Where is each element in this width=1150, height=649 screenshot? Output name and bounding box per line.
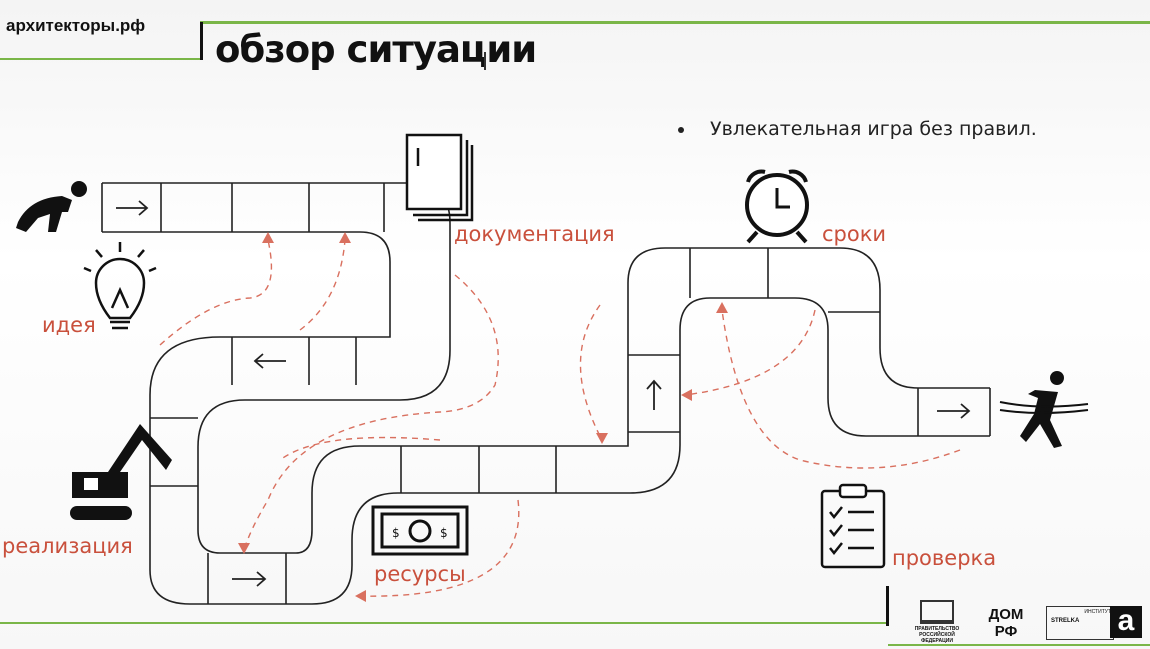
- logo-a-text: а: [1117, 604, 1135, 637]
- alarm-clock-icon: [745, 169, 809, 244]
- logo-strelka-text: STRELKA: [1051, 618, 1080, 624]
- label-documentation: документация: [454, 222, 615, 246]
- label-implementation: реализация: [2, 534, 133, 558]
- logo-institute-text: ИНСТИТУТ: [1084, 609, 1111, 615]
- emblem-icon: [920, 600, 954, 624]
- lightbulb-icon: [83, 242, 157, 330]
- footer-right-line: [888, 644, 1150, 646]
- logo-dom-rf: ДОМ РФ: [984, 606, 1028, 642]
- text-cursor: [484, 52, 486, 70]
- clipboard-checklist-icon: [820, 483, 886, 569]
- logo-strelka: STRELKA ИНСТИТУТ: [1046, 606, 1114, 640]
- label-deadlines: сроки: [822, 222, 887, 246]
- logo-government-text: ПРАВИТЕЛЬСТВО РОССИЙСКОЙ ФЕДЕРАЦИИ: [914, 626, 960, 644]
- crawling-person-icon: [16, 181, 87, 232]
- bullet-text: Увлекательная игра без правил.: [710, 118, 1037, 140]
- svg-text:$: $: [392, 526, 400, 540]
- label-idea: идея: [42, 313, 96, 337]
- header-left-line: [0, 58, 200, 60]
- bullet-item: Увлекательная игра без правил.: [678, 118, 1037, 140]
- page-title: обзор ситуации: [215, 28, 537, 71]
- excavator-icon: [70, 424, 172, 520]
- label-check: проверка: [892, 546, 997, 570]
- svg-text:$: $: [440, 526, 448, 540]
- footer-line: [0, 622, 888, 624]
- top-green-line: [200, 21, 1150, 24]
- logo-a: а: [1110, 606, 1142, 638]
- board-path: [101, 182, 991, 605]
- logo-dom-rf-text: ДОМ РФ: [988, 606, 1024, 640]
- site-name[interactable]: архитекторы.рф: [6, 16, 146, 35]
- label-resources: ресурсы: [374, 562, 466, 586]
- documents-icon: [405, 133, 474, 222]
- cell-arrows: [116, 200, 971, 587]
- runner-finish-icon: [999, 371, 1089, 448]
- dashed-arrows: [159, 239, 961, 597]
- header-divider: [200, 22, 203, 60]
- logo-government: ПРАВИТЕЛЬСТВО РОССИЙСКОЙ ФЕДЕРАЦИИ: [906, 600, 968, 644]
- money-icon: $ $: [371, 505, 469, 556]
- footer-divider: [886, 586, 889, 626]
- dashed-arrowheads: [238, 232, 728, 602]
